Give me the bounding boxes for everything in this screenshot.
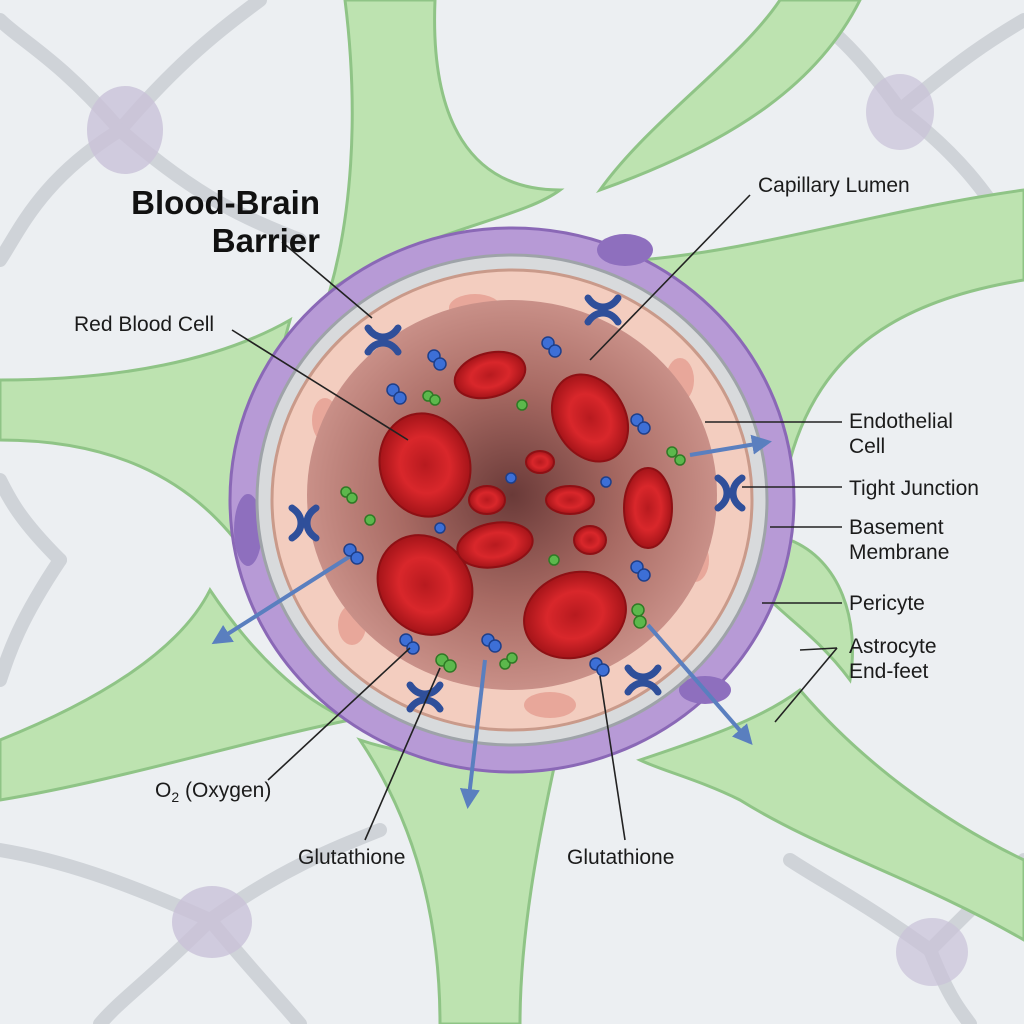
- background-neuron-nuclei: [87, 74, 968, 986]
- label-astrocyte-line-1: Astrocyte: [849, 635, 937, 658]
- title-line-1: Blood-Brain: [131, 184, 320, 221]
- oxygen-molecules: [343, 336, 651, 677]
- glutathione-molecules: [340, 390, 686, 673]
- label-astrocyte-end-feet: Astrocyte End-feet: [849, 634, 937, 684]
- label-basement-membrane: Basement Membrane: [849, 515, 949, 565]
- label-endothelial-line-2: Cell: [849, 435, 886, 458]
- oxygen-subscript: 2: [171, 789, 180, 805]
- label-capillary-lumen: Capillary Lumen: [758, 174, 910, 197]
- oxygen-prefix: O: [155, 779, 172, 802]
- label-basement-line-2: Membrane: [849, 541, 950, 564]
- tight-junctions: [288, 294, 746, 713]
- label-endothelial-cell: Endothelial Cell: [849, 409, 953, 459]
- label-basement-line-1: Basement: [849, 516, 944, 539]
- label-astrocyte-line-2: End-feet: [849, 660, 929, 683]
- red-blood-cells: [376, 350, 673, 660]
- transport-arrows: [211, 434, 772, 809]
- label-glutathione-left: Glutathione: [298, 846, 406, 869]
- label-tight-junction: Tight Junction: [849, 477, 979, 500]
- title-line-2: Barrier: [211, 222, 320, 259]
- label-pericyte: Pericyte: [849, 592, 925, 615]
- label-red-blood-cell: Red Blood Cell: [74, 313, 215, 336]
- diagram-title: Blood-Brain Barrier: [100, 184, 320, 260]
- label-glutathione-right: Glutathione: [567, 846, 675, 869]
- oxygen-suffix: (Oxygen): [179, 779, 272, 802]
- label-oxygen: O2 (Oxygen): [155, 778, 271, 805]
- label-endothelial-line-1: Endothelial: [849, 410, 953, 433]
- leader-lines: [231, 194, 842, 841]
